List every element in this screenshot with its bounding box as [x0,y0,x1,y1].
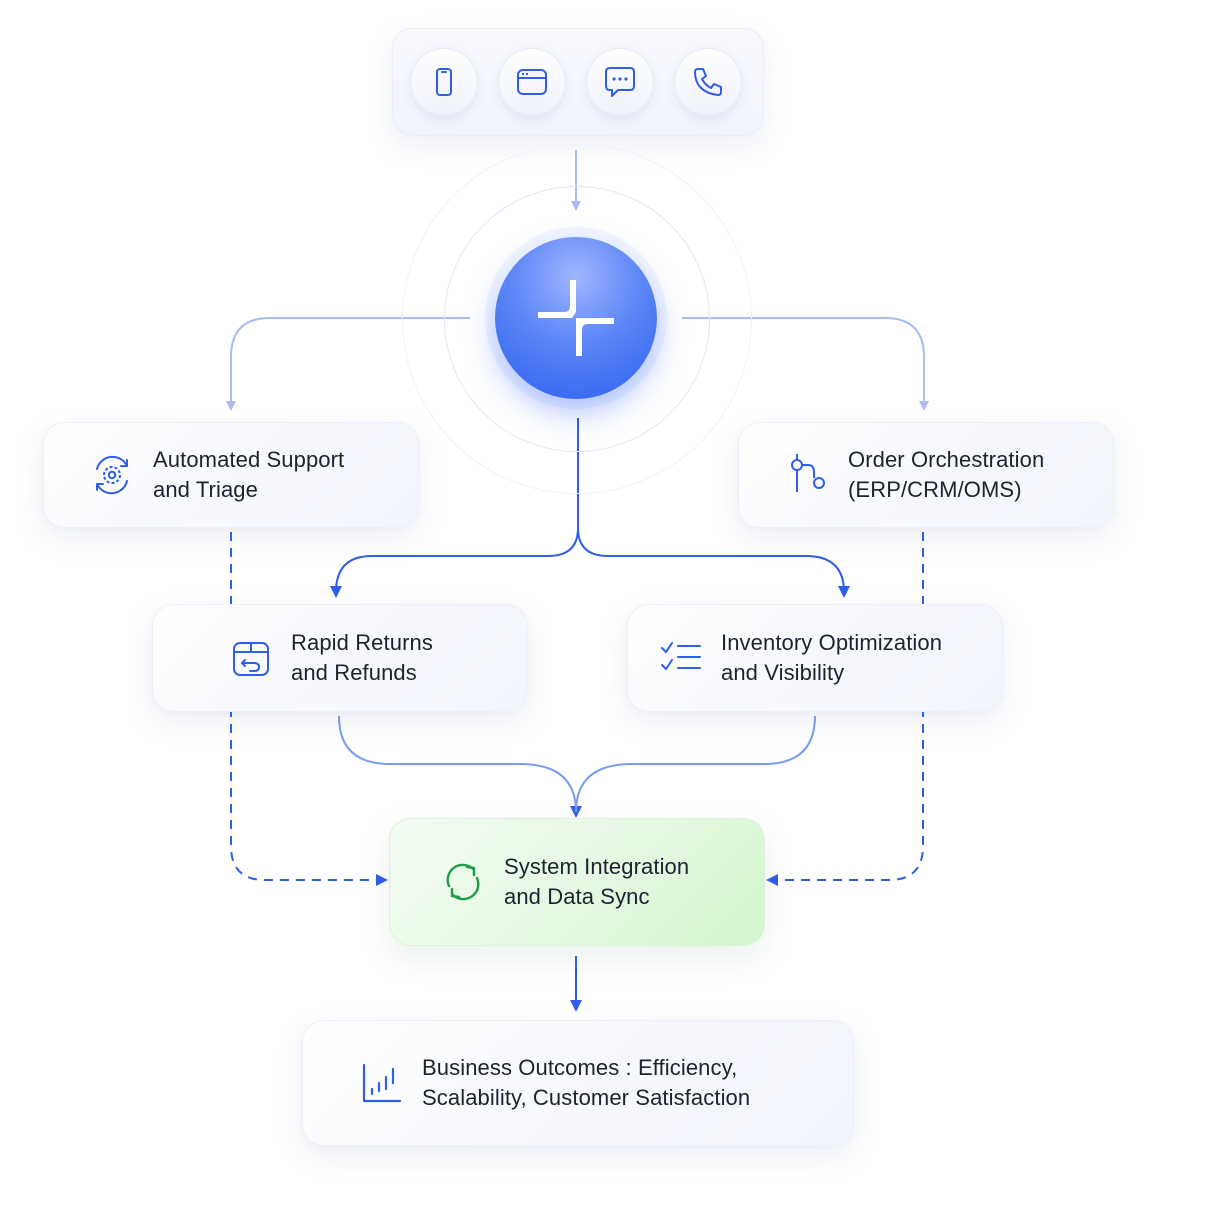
inventory-line1: Inventory Optimization [721,630,943,655]
hub-inner-ring [444,186,710,452]
card-inventory[interactable]: Inventory Optimization and Visibility [627,604,1003,712]
sync-arrows-icon [446,863,480,901]
system-integration-line2: and Data Sync [504,884,650,909]
automated-support-line1: Automated Support [153,447,345,472]
order-orchestration-line1: Order Orchestration [848,447,1045,472]
channel-web[interactable] [498,48,566,116]
automated-support-line2: and Triage [153,477,258,502]
card-order-orchestration[interactable]: Order Orchestration (ERP/CRM/OMS) [738,422,1114,528]
gear-sync-icon [96,455,128,495]
chat-bubble-icon [605,67,635,97]
return-box-icon [233,642,269,676]
central-hub[interactable] [495,237,657,399]
channel-mobile[interactable] [410,48,478,116]
order-orchestration-line2: (ERP/CRM/OMS) [848,477,1022,502]
business-outcomes-line2: Scalability, Customer Satisfaction [422,1085,751,1110]
card-rapid-returns[interactable]: Rapid Returns and Refunds [152,604,528,712]
inventory-line2: and Visibility [721,660,845,685]
mobile-icon [436,68,452,96]
browser-window-icon [517,69,547,95]
rapid-returns-line2: and Refunds [291,660,417,685]
card-automated-support[interactable]: Automated Support and Triage [43,422,419,528]
hub-outer-ring [402,144,752,494]
rapid-returns-line1: Rapid Returns [291,630,433,655]
git-branch-icon [791,454,825,492]
card-system-integration[interactable]: System Integration and Data Sync [389,818,765,946]
business-outcomes-line1: Business Outcomes : Efficiency, [422,1055,738,1080]
bar-chart-icon [362,1063,402,1103]
checklist-icon [661,642,701,670]
card-business-outcomes[interactable]: Business Outcomes : Efficiency, Scalabil… [302,1020,854,1146]
system-integration-line1: System Integration [504,854,690,879]
phone-icon [694,68,722,96]
channel-phone[interactable] [674,48,742,116]
channels-panel [392,28,764,136]
channel-chat[interactable] [586,48,654,116]
sparkle-logo-icon [538,280,614,356]
